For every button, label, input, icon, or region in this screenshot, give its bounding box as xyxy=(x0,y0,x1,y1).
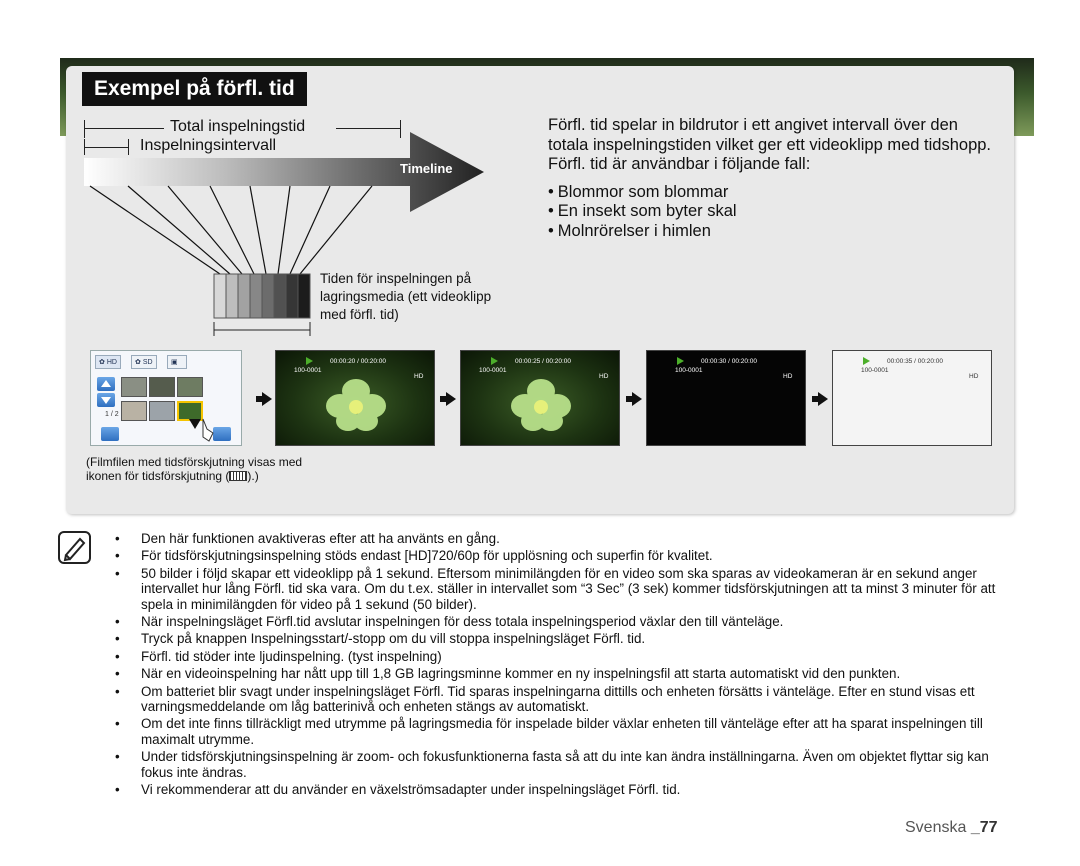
thumbnail-image[interactable] xyxy=(121,401,147,421)
tab-sd-label: SD xyxy=(142,359,153,366)
tab-hd[interactable]: ✿ HD xyxy=(95,355,121,369)
thumbnail-image[interactable] xyxy=(121,377,147,397)
thumbnail-image[interactable] xyxy=(149,377,175,397)
note-icon xyxy=(58,531,91,564)
file-number: 100-0001 xyxy=(675,367,703,374)
usage-item: En insekt som byter skal xyxy=(548,202,998,222)
total-dim-tick-left xyxy=(84,120,85,138)
recording-time: 00:00:35 / 00:20:00 xyxy=(887,358,944,365)
chevron-down-icon xyxy=(101,397,111,404)
note-item: 50 bilder i följd skapar ett videoklipp … xyxy=(115,566,1015,612)
tab-hd-label: HD xyxy=(106,359,117,366)
description-intro: Förfl. tid spelar in bildrutor i ett ang… xyxy=(548,116,992,154)
total-dim-line-right xyxy=(336,128,400,129)
record-indicator-icon xyxy=(863,357,870,365)
quality-mode: HD xyxy=(969,373,979,380)
file-number: 100-0001 xyxy=(861,367,889,374)
step-arrow-icon xyxy=(812,392,828,406)
step-arrow-icon xyxy=(440,392,456,406)
record-indicator-icon xyxy=(306,357,313,365)
timelapse-file-note: (Filmfilen med tidsförskjutning visas me… xyxy=(86,455,306,483)
record-indicator-icon xyxy=(491,357,498,365)
total-recording-time-label: Total inspelningstid xyxy=(170,118,306,135)
note-item: Om batteriet blir svagt under inspelning… xyxy=(115,684,1015,715)
chevron-up-icon xyxy=(101,380,111,387)
note-item: Förfl. tid stöder inte ljudinspelning. (… xyxy=(115,649,1015,665)
description-usage: Förfl. tid är användbar i följande fall: xyxy=(548,155,811,173)
recording-time: 00:00:20 / 00:20:00 xyxy=(330,358,387,365)
sd-icon: ✿ xyxy=(135,359,143,366)
note-item: Under tidsförskjutningsinspelning är zoo… xyxy=(115,749,1015,780)
step-arrow-icon xyxy=(626,392,642,406)
footer-language: Svenska xyxy=(905,819,967,836)
quality-mode: HD xyxy=(599,373,609,380)
usage-item: Blommor som blommar xyxy=(548,183,998,203)
interval-dim-line xyxy=(84,147,128,148)
recording-interval-label: Inspelningsintervall xyxy=(140,137,277,154)
timelapse-file-icon xyxy=(229,470,248,481)
film-note-text: (Filmfilen med tidsförskjutning visas me… xyxy=(86,455,303,483)
scroll-down-button[interactable] xyxy=(97,393,115,407)
usage-item: Molnrörelser i himlen xyxy=(548,222,998,242)
thumbnail-image[interactable] xyxy=(177,377,203,397)
quality-mode: HD xyxy=(783,373,793,380)
recording-frame-3: 00:00:30 / 00:20:00 100-0001 HD xyxy=(646,350,806,446)
step-arrow-icon xyxy=(256,392,272,406)
thumbnail-image[interactable] xyxy=(149,401,175,421)
note-item: När inspelningsläget Förfl.tid avslutar … xyxy=(115,614,1015,630)
page-footer: Svenska _77 xyxy=(905,819,998,837)
scroll-up-button[interactable] xyxy=(97,377,115,391)
recording-frame-1: 00:00:20 / 00:20:00 100-0001 HD xyxy=(275,350,435,446)
notes-list: Den här funktionen avaktiveras efter att… xyxy=(115,531,1015,800)
total-dim-tick-right xyxy=(400,120,401,138)
recording-time: 00:00:30 / 00:20:00 xyxy=(701,358,758,365)
note-item: För tidsförskjutningsinspelning stöds en… xyxy=(115,548,1015,564)
timeline-arrow xyxy=(84,132,484,212)
page-indicator: 1 / 2 xyxy=(105,411,119,418)
menu-button[interactable] xyxy=(213,427,231,441)
touch-hand-icon xyxy=(189,418,214,442)
total-dim-line-left xyxy=(84,128,164,129)
interval-dim-tick-right xyxy=(128,139,129,155)
panel-title: Exempel på förfl. tid xyxy=(82,72,307,106)
flower-icon xyxy=(326,379,386,431)
frame-projection-lines xyxy=(89,185,373,275)
tab-sd[interactable]: ✿ SD xyxy=(131,355,157,369)
quality-mode: HD xyxy=(414,373,424,380)
note-item: När en videoinspelning har nått upp till… xyxy=(115,666,1015,682)
pencil-note-icon xyxy=(63,537,86,562)
file-number: 100-0001 xyxy=(294,367,322,374)
description-block: Förfl. tid spelar in bildrutor i ett ang… xyxy=(548,116,998,241)
file-number: 100-0001 xyxy=(479,367,507,374)
film-note-end: ).) xyxy=(247,468,259,483)
note-item: Den här funktionen avaktiveras efter att… xyxy=(115,531,1015,547)
note-item: Tryck på knappen Inspelningsstart/-stopp… xyxy=(115,631,1015,647)
usage-list: Blommor som blommar En insekt som byter … xyxy=(548,183,998,242)
timeline-label: Timeline xyxy=(400,161,453,176)
thumbnail-screen: ✿ HD ✿ SD ▣ 1 / 2 xyxy=(90,350,242,446)
flower-icon xyxy=(511,379,571,431)
recorded-frames xyxy=(213,273,311,319)
recording-time: 00:00:25 / 00:20:00 xyxy=(515,358,572,365)
record-indicator-icon xyxy=(677,357,684,365)
delete-button[interactable] xyxy=(101,427,119,441)
hd-icon: ✿ xyxy=(99,359,107,366)
note-item: Om det inte finns tillräckligt med utrym… xyxy=(115,716,1015,747)
tab-photo[interactable]: ▣ xyxy=(167,355,187,369)
storage-caption: Tiden för inspelningen på lagringsmedia … xyxy=(320,271,492,322)
recording-frame-4: 00:00:35 / 00:20:00 100-0001 HD xyxy=(832,350,992,446)
page-number: _77 xyxy=(970,819,998,836)
recording-frame-2: 00:00:25 / 00:20:00 100-0001 HD xyxy=(460,350,620,446)
note-item: Vi rekommenderar att du använder en växe… xyxy=(115,782,1015,798)
stored-length-dimension xyxy=(213,322,311,336)
photo-icon: ▣ xyxy=(171,359,178,366)
